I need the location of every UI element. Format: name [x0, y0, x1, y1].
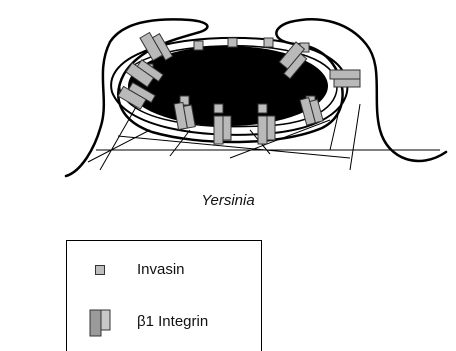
invasin-marker: [258, 104, 267, 113]
legend-label-integrin: β1 Integrin: [137, 313, 208, 330]
legend-item-integrin: β1 Integrin: [67, 241, 261, 281]
integrin-marker: [214, 116, 231, 144]
integrin-marker: [330, 70, 360, 87]
integrin-marker: [258, 116, 275, 144]
integrin-swatch-icon: [89, 309, 111, 337]
invasin-marker: [194, 41, 203, 50]
figure-caption: Yersinia: [0, 192, 456, 209]
legend: Invasin β1 Integrin: [66, 240, 262, 351]
yersinia-uptake-diagram: [0, 0, 456, 190]
invasin-marker: [214, 104, 223, 113]
invasin-marker: [228, 38, 237, 47]
invasin-marker: [264, 38, 273, 47]
